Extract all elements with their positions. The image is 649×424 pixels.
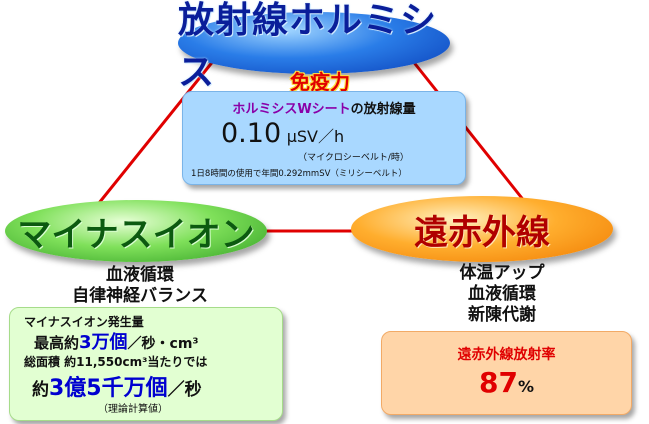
negative-ion-title: マイナスイオン xyxy=(17,214,255,255)
dose-value: 0.10 xyxy=(221,118,282,149)
connector-top-left xyxy=(93,59,216,209)
dose-heading: ホルミシスWシートの放射線量 xyxy=(183,98,465,117)
emissivity-reading: 87% xyxy=(382,366,631,399)
ion-calc-note: （理論計算値） xyxy=(98,404,168,415)
ion-max-unit: ／秒・cm³ xyxy=(127,336,199,352)
radiation-hormesis-title: 放射線ホルミシス xyxy=(178,0,438,93)
far-infrared-effect-3: 新陳代謝 xyxy=(468,305,536,325)
ion-total-unit: ／秒 xyxy=(167,380,202,400)
far-infrared-title: 遠赤外線 xyxy=(414,212,550,253)
ion-total-area-note: 総面積 約11,550cm³当たりでは xyxy=(24,355,208,369)
far-infrared-effect-1: 体温アップ xyxy=(459,263,545,283)
ion-output-box: マイナスイオン発生量 最高約3万個／秒・cm³ 総面積 約11,550cm³当た… xyxy=(9,307,283,421)
radiation-hormesis-node: 放射線ホルミシス xyxy=(178,0,450,93)
dose-reading: （マイクロシーベルト/時） xyxy=(298,153,409,163)
ion-max-prefix: 最高約 xyxy=(34,334,80,352)
emissivity-label: 遠赤外線放射率 xyxy=(457,347,556,363)
far-infrared-effect-2: 血液循環 xyxy=(468,284,536,304)
sheet-name: ホルミシスWシート xyxy=(232,102,351,117)
emissivity-unit: % xyxy=(517,377,534,396)
ion-total-prefix: 約 xyxy=(32,380,49,400)
immunity-label: 免疫力 xyxy=(290,70,350,94)
far-infrared-node: 遠赤外線 xyxy=(351,196,613,262)
emissivity-value: 87 xyxy=(479,366,518,399)
ion-max-value: 3万個 xyxy=(79,332,128,353)
ion-total-value: 3億5千万個 xyxy=(49,376,168,401)
ion-output-heading: マイナスイオン発生量 xyxy=(24,315,144,329)
ion-max-rate: 最高約3万個／秒・cm³ xyxy=(34,328,199,354)
ion-total-rate: 約3億5千万個／秒 xyxy=(32,370,202,402)
hormesis-dose-box: ホルミシスWシートの放射線量 0.10 μSV／h （マイクロシーベルト/時） … xyxy=(182,91,466,185)
negative-ion-node: マイナスイオン xyxy=(5,200,267,262)
connector-top-right xyxy=(410,59,527,203)
negative-ion-effect-1: 血液循環 xyxy=(106,265,174,285)
dose-unit: μSV／h xyxy=(286,127,345,146)
dose-heading-rest: の放射線量 xyxy=(350,102,416,117)
negative-ion-effect-2: 自律神経バランス xyxy=(72,286,208,306)
annual-dose-note: 1日8時間の使用で年間0.292mmSV（ミリシーベルト） xyxy=(191,169,407,179)
emissivity-box: 遠赤外線放射率 87% xyxy=(381,331,632,415)
dose-line: 0.10 μSV／h xyxy=(221,118,344,149)
